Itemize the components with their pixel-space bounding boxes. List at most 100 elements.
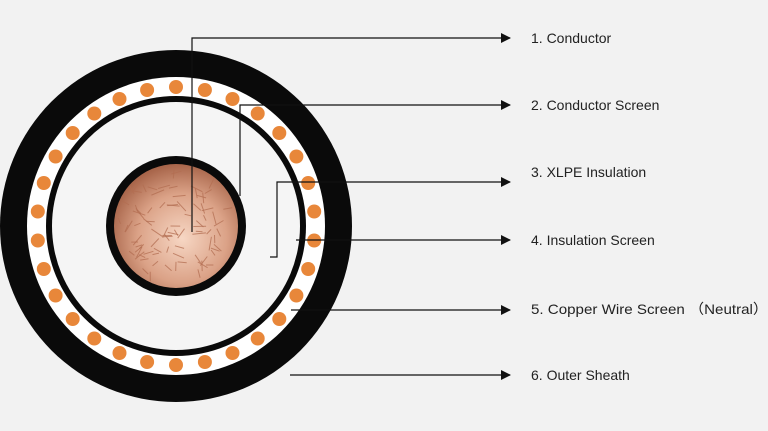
conductor-strand (199, 256, 208, 266)
conductor-strand (129, 185, 135, 194)
conductor-strand (177, 228, 185, 239)
conductor-strand (136, 246, 143, 258)
conductor-strand (167, 204, 178, 207)
conductor-strand (171, 170, 182, 175)
copper-wire (30, 204, 45, 219)
copper-wire-screen-wires (30, 80, 322, 372)
copper-wire (87, 106, 102, 121)
conductor-strand (213, 244, 222, 252)
copper-wire (112, 346, 127, 360)
conductor-strand (147, 207, 153, 214)
conductor-strand (190, 185, 203, 193)
label-insulation-screen: 4. Insulation Screen (531, 232, 655, 248)
conductor-strand (172, 252, 185, 259)
conductor-strand (193, 203, 202, 211)
copper-wire (197, 355, 212, 369)
conductor-strand (208, 177, 215, 189)
conductor-strand (177, 261, 187, 264)
conductor-strand (159, 201, 166, 209)
conductor-strand (150, 238, 160, 248)
leader-line-conductor (191, 33, 511, 232)
conductor-strand (172, 194, 186, 198)
label-copper-wire-screen: 5. Copper Wire Screen （Neutral） (531, 301, 768, 317)
conductor-strand (140, 258, 149, 261)
conductor-strand (143, 250, 154, 255)
copper-wire (30, 233, 45, 248)
conductor-strand (194, 188, 198, 199)
conductor-strand (173, 229, 179, 236)
conductor-strand (131, 190, 142, 193)
copper-wire (272, 126, 287, 140)
conductor-strand (117, 217, 121, 224)
conductor-strand (152, 252, 160, 256)
copper-wire (169, 80, 183, 94)
label-conductor-screen: 2. Conductor Screen (531, 97, 659, 113)
conductor-strand (192, 232, 206, 235)
conductor-strand (212, 211, 217, 225)
leader-line-xlpe-insulation (270, 177, 511, 258)
copper-wire (65, 126, 80, 140)
copper-wire (36, 262, 51, 276)
conductor-strand (223, 207, 233, 210)
copper-wire (36, 176, 51, 190)
conductor-strand (196, 194, 207, 199)
copper-wire (197, 83, 212, 97)
conductor-strand (202, 192, 205, 204)
conductor-strand (153, 247, 162, 253)
copper-wire (169, 358, 183, 372)
conductor-strand (174, 245, 185, 249)
conductor-strand (176, 201, 187, 212)
conductor-strand (197, 269, 201, 278)
label-xlpe-insulation: 3. XLPE Insulation (531, 164, 646, 180)
conductor-strand (163, 235, 173, 238)
conductor-strand (151, 189, 165, 196)
label-outer-sheath: 6. Outer Sheath (531, 367, 630, 383)
conductor-strand (216, 228, 222, 237)
conductor-strand (210, 249, 216, 256)
label-conductor: 1. Conductor (531, 30, 611, 46)
conductor-strand (151, 228, 163, 238)
conductor-strand (122, 201, 130, 206)
conductor-strand (206, 229, 212, 235)
copper-wire (301, 176, 316, 190)
conductor-strand (128, 250, 135, 256)
conductor-strand (132, 210, 146, 216)
copper-wire (140, 83, 155, 97)
conductor-strand (135, 244, 143, 248)
copper-wire (250, 331, 265, 346)
conductor-strand (201, 207, 214, 212)
leader-lines (191, 33, 511, 380)
conductor-strand (194, 254, 202, 264)
copper-wire (48, 149, 63, 164)
copper-wire (140, 355, 155, 369)
conductor-strand (124, 220, 133, 233)
copper-wire (225, 92, 240, 106)
conductor-strand (138, 244, 145, 249)
conductor-strand (168, 185, 178, 189)
copper-wire (289, 288, 304, 303)
conductor-strand (132, 234, 142, 246)
conductor-strand (197, 261, 208, 269)
copper-wire (48, 288, 63, 303)
conductor-strand (213, 220, 224, 227)
conductor-strand (143, 218, 153, 226)
copper-wire (272, 312, 287, 326)
copper-wire (301, 262, 316, 276)
copper-wire (65, 312, 80, 326)
conductor-strand (124, 224, 129, 233)
conductor-strand (142, 268, 149, 275)
copper-wire (307, 204, 322, 219)
copper-wire (289, 149, 304, 164)
conductor-strand (204, 189, 212, 194)
conductor-strand (210, 247, 220, 252)
conductor-strand (138, 254, 146, 259)
conductor-strand (195, 230, 203, 233)
copper-wire (250, 106, 265, 121)
conductor-strand (164, 264, 172, 272)
conductor-strand (147, 186, 158, 191)
conductor-strands (117, 168, 233, 282)
conductor-strand (152, 260, 159, 267)
copper-wire (87, 331, 102, 346)
cable-cross-section (0, 50, 352, 402)
